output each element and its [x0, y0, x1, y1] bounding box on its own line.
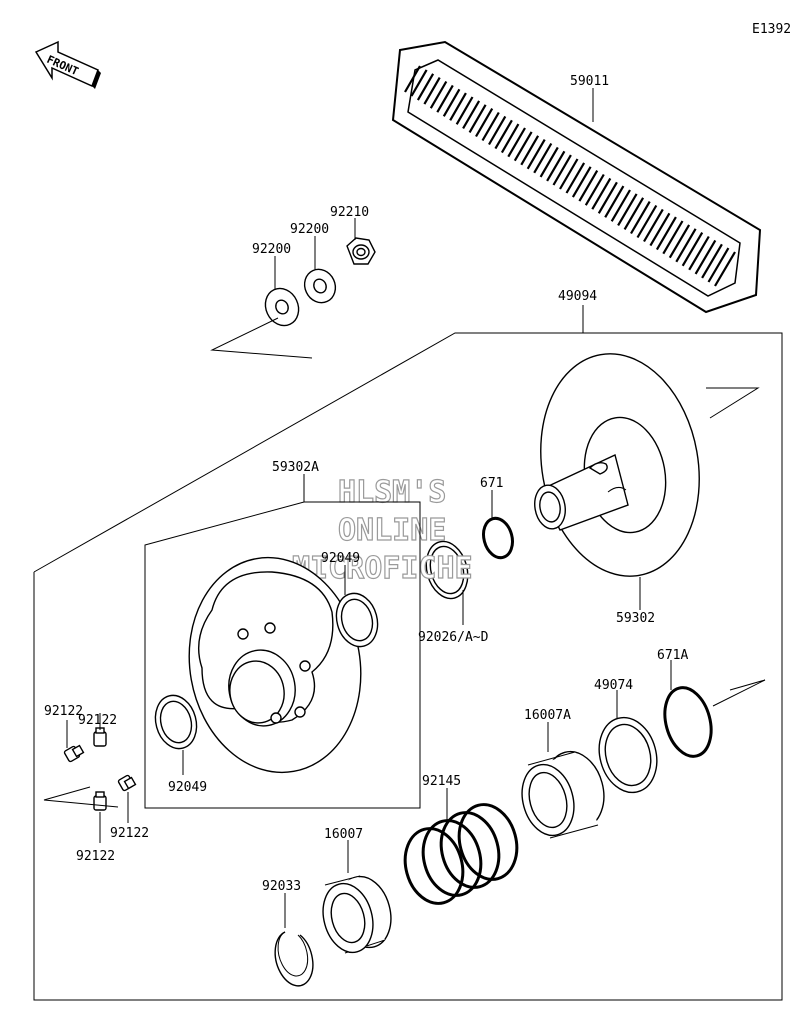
label-59011: 59011: [570, 74, 609, 89]
label-92049-lower: 92049: [168, 780, 207, 795]
label-92122-1: 92122: [78, 713, 117, 728]
assembly-outline: [33, 332, 783, 1001]
oring-671A[interactable]: [658, 682, 719, 761]
label-92210: 92210: [330, 205, 369, 220]
drive-belt[interactable]: [391, 40, 762, 314]
cam-16007A[interactable]: [515, 745, 613, 841]
bushing-92049-lower[interactable]: [150, 691, 203, 754]
label-92200-lower: 92200: [252, 242, 291, 257]
label-49094: 49094: [558, 289, 597, 304]
label-671A: 671A: [657, 648, 688, 663]
label-49074: 49074: [594, 678, 633, 693]
watermark: HLSM'S ONLINE MICROFICHE: [291, 474, 473, 586]
label-92026: 92026/A~D: [418, 630, 489, 645]
sheave-panel: [144, 501, 421, 809]
label-92122-4: 92122: [76, 849, 115, 864]
spring-92145[interactable]: [397, 798, 525, 910]
label-92145: 92145: [422, 774, 461, 789]
fitting-92122-d[interactable]: [93, 791, 107, 811]
nut-92210[interactable]: [346, 237, 376, 265]
washer-49074[interactable]: [591, 711, 665, 799]
label-16007A: 16007A: [524, 708, 571, 723]
label-16007: 16007: [324, 827, 363, 842]
label-92033: 92033: [262, 879, 301, 894]
sheave-movable-59302A[interactable]: [173, 544, 378, 786]
fitting-92122-b[interactable]: [63, 744, 85, 763]
oring-671[interactable]: [479, 515, 516, 561]
svg-text:ONLINE: ONLINE: [338, 513, 446, 548]
front-arrow-icon: FRONT: [34, 40, 101, 89]
label-59302: 59302: [616, 611, 655, 626]
svg-text:HLSM'S: HLSM'S: [338, 475, 446, 510]
label-92200-upper: 92200: [290, 222, 329, 237]
washer-92200-upper[interactable]: [299, 264, 341, 307]
fitting-92122-a[interactable]: [93, 727, 107, 747]
cam-16007[interactable]: [316, 871, 399, 958]
label-92049-upper: 92049: [321, 551, 360, 566]
label-92122-2: 92122: [44, 704, 83, 719]
bushing-92049-upper[interactable]: [331, 589, 384, 652]
label-92122-3: 92122: [110, 826, 149, 841]
diagram-id: E1392: [752, 22, 791, 37]
fitting-92122-c[interactable]: [117, 774, 137, 792]
label-59302A: 59302A: [272, 460, 319, 475]
sheave-fixed-59302[interactable]: [524, 341, 717, 589]
bushing-92026[interactable]: [420, 537, 474, 603]
label-671: 671: [480, 476, 503, 491]
circlip-92033[interactable]: [274, 931, 314, 987]
washer-92200-lower[interactable]: [259, 283, 304, 331]
